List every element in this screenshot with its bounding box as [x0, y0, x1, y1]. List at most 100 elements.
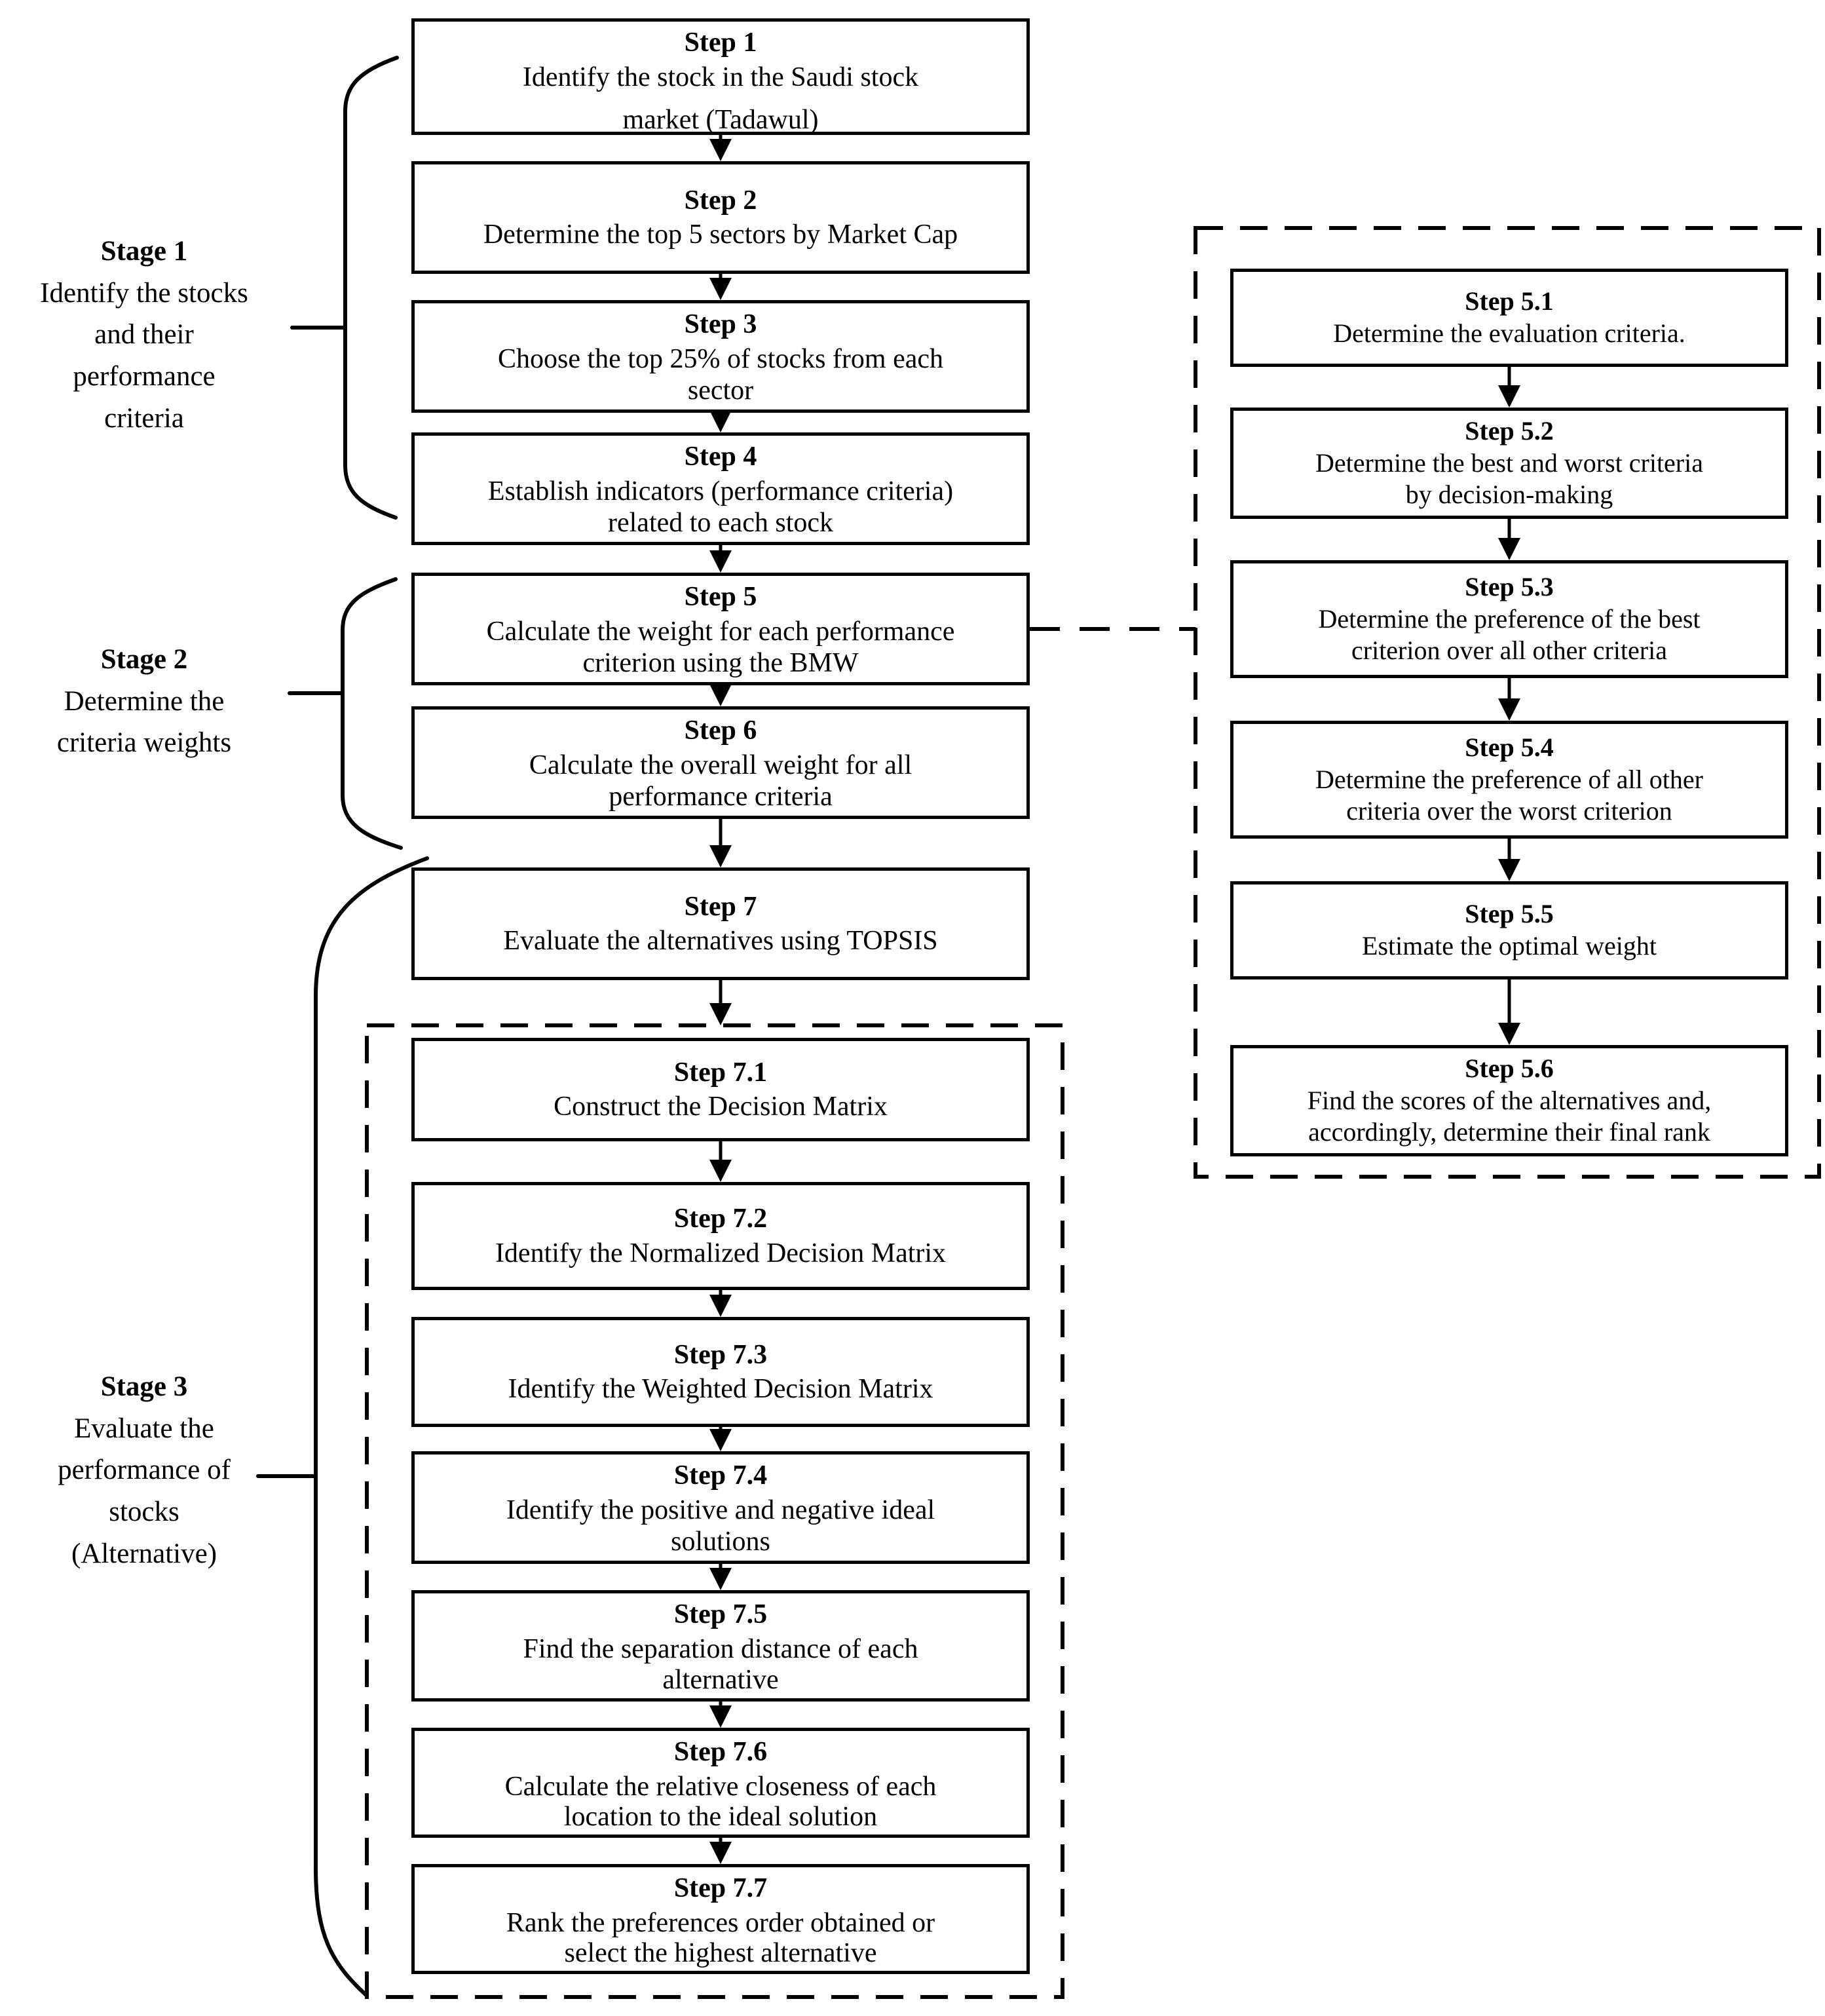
step-title: Step 7.2 — [673, 1204, 768, 1234]
step-line: sector — [687, 375, 754, 406]
step-7-6-box: Step 7.6 Calculate the relative closenes… — [411, 1728, 1030, 1838]
arrow — [709, 1427, 732, 1451]
step-line: Determine the evaluation criteria. — [1333, 318, 1685, 348]
step-title: Step 5.6 — [1465, 1053, 1554, 1083]
step-line: Find the separation distance of each — [523, 1633, 918, 1664]
step-line: Choose the top 25% of stocks from each — [497, 343, 944, 374]
step-line: solutions — [671, 1527, 770, 1557]
step-title: Step 7.3 — [673, 1339, 768, 1370]
step-5-3-box: Step 5.3 Determine the preference of the… — [1230, 560, 1788, 678]
step-3-box: Step 3 Choose the top 25% of stocks from… — [411, 300, 1030, 413]
step-line: Determine the top 5 sectors by Market Ca… — [483, 219, 958, 250]
step-line: by decision-making — [1405, 480, 1613, 510]
step-title: Step 7.4 — [673, 1460, 768, 1491]
step-line: criterion using the BMW — [582, 648, 859, 679]
bwm-dashed-box — [1194, 226, 1821, 1179]
step-title: Step 7.7 — [673, 1873, 768, 1903]
step-line: Establish indicators (performance criter… — [487, 476, 954, 506]
step-title: Step 7.6 — [673, 1737, 768, 1767]
stage-1-label: Stage 1 Identify the stocks and their pe… — [3, 231, 285, 439]
stage-line: criteria — [104, 402, 184, 434]
stage-line: Evaluate the — [74, 1413, 214, 1444]
step-title: Step 5 — [684, 582, 757, 612]
step-4-box: Step 4 Establish indicators (performance… — [411, 432, 1030, 545]
step-5-2-box: Step 5.2 Determine the best and worst cr… — [1230, 408, 1788, 519]
step-line: Calculate the relative closeness of each — [504, 1771, 937, 1802]
arrow — [709, 980, 732, 1025]
arrow — [709, 1141, 732, 1182]
arrow — [709, 410, 732, 432]
stage-title: Stage 2 — [100, 644, 188, 675]
step-line: Calculate the weight for each performanc… — [486, 616, 955, 647]
stage-line: Identify the stocks — [40, 277, 248, 309]
step-title: Step 6 — [684, 715, 757, 746]
step-title: Step 5.4 — [1465, 732, 1554, 762]
step-line: Construct the Decision Matrix — [554, 1092, 888, 1122]
step-title: Step 5.2 — [1465, 415, 1554, 446]
stage-line: (Alternative) — [71, 1538, 217, 1569]
step-5-6-box: Step 5.6 Find the scores of the alternat… — [1230, 1045, 1788, 1156]
arrow — [709, 684, 732, 706]
step-7-1-box: Step 7.1 Construct the Decision Matrix — [411, 1038, 1030, 1141]
step-line: market (Tadawul) — [622, 105, 819, 136]
step-2-box: Step 2 Determine the top 5 sectors by Ma… — [411, 161, 1030, 274]
step-title: Step 7 — [684, 891, 757, 922]
stage-2-label: Stage 2 Determine the criteria weights — [3, 639, 285, 764]
step-5-4-box: Step 5.4 Determine the preference of all… — [1230, 721, 1788, 839]
step-line: Determine the best and worst criteria — [1315, 447, 1703, 478]
step-7-5-box: Step 7.5 Find the separation distance of… — [411, 1590, 1030, 1702]
step-1-box: Step 1 Identify the stock in the Saudi s… — [411, 18, 1030, 135]
step-line: Estimate the optimal weight — [1362, 931, 1657, 960]
stage-line: Determine the — [64, 685, 225, 717]
step-line: Determine the preference of the best — [1318, 603, 1701, 634]
step-title: Step 1 — [684, 28, 757, 58]
step-line: Identify the Weighted Decision Matrix — [508, 1374, 933, 1404]
step-line: alternative — [662, 1665, 779, 1696]
step-line: Identify the Normalized Decision Matrix — [495, 1238, 947, 1268]
step-7-3-box: Step 7.3 Identify the Weighted Decision … — [411, 1317, 1030, 1427]
topsis-dashed-box — [365, 1023, 1064, 1999]
arrow — [709, 1838, 732, 1864]
arrow — [709, 819, 732, 867]
step-5-box: Step 5 Calculate the weight for each per… — [411, 573, 1030, 685]
stage-title: Stage 1 — [100, 236, 188, 267]
arrow — [709, 1564, 732, 1590]
step-line: Find the scores of the alternatives and, — [1307, 1085, 1712, 1115]
step-line: Identify the stock in the Saudi stock — [522, 62, 919, 92]
step-7-box: Step 7 Evaluate the alternatives using T… — [411, 867, 1030, 980]
step-5-5-box: Step 5.5 Estimate the optimal weight — [1230, 881, 1788, 979]
stage-title: Stage 3 — [100, 1371, 188, 1402]
step-7-2-box: Step 7.2 Identify the Normalized Decisio… — [411, 1182, 1030, 1290]
arrow — [709, 135, 732, 161]
step-line: Evaluate the alternatives using TOPSIS — [503, 926, 938, 956]
step-title: Step 5.3 — [1465, 571, 1554, 601]
stage-3-label: Stage 3 Evaluate the performance of stoc… — [3, 1366, 285, 1574]
arrow — [1498, 979, 1520, 1045]
stage2-brace — [288, 577, 403, 850]
stage-line: criteria weights — [56, 727, 232, 759]
step-6-box: Step 6 Calculate the overall weight for … — [411, 706, 1030, 819]
step-line: location to the ideal solution — [563, 1802, 878, 1833]
step-line: related to each stock — [608, 508, 833, 539]
step-line: accordingly, determine their final rank — [1308, 1117, 1710, 1147]
stage1-brace — [290, 56, 399, 520]
step-5-1-box: Step 5.1 Determine the evaluation criter… — [1230, 269, 1788, 367]
step-title: Step 4 — [684, 442, 757, 472]
step-title: Step 7.1 — [673, 1057, 768, 1088]
step-line: criterion over all other criteria — [1351, 636, 1667, 666]
stage-line: and their — [94, 319, 194, 351]
step-7-4-box: Step 7.4 Identify the positive and negat… — [411, 1451, 1030, 1564]
step-line: Calculate the overall weight for all — [529, 750, 912, 780]
stage3-brace — [256, 856, 429, 1998]
stage-line: performance — [73, 360, 216, 392]
step-title: Step 2 — [684, 185, 757, 216]
step-line: performance criteria — [609, 782, 833, 812]
arrow — [1498, 678, 1520, 721]
arrow — [1498, 519, 1520, 560]
step-line: select the highest alternative — [564, 1938, 877, 1969]
step-line: Determine the preference of all other — [1315, 764, 1703, 794]
step-line: Rank the preferences order obtained or — [506, 1907, 935, 1938]
step-line: criteria over the worst criterion — [1346, 796, 1672, 826]
